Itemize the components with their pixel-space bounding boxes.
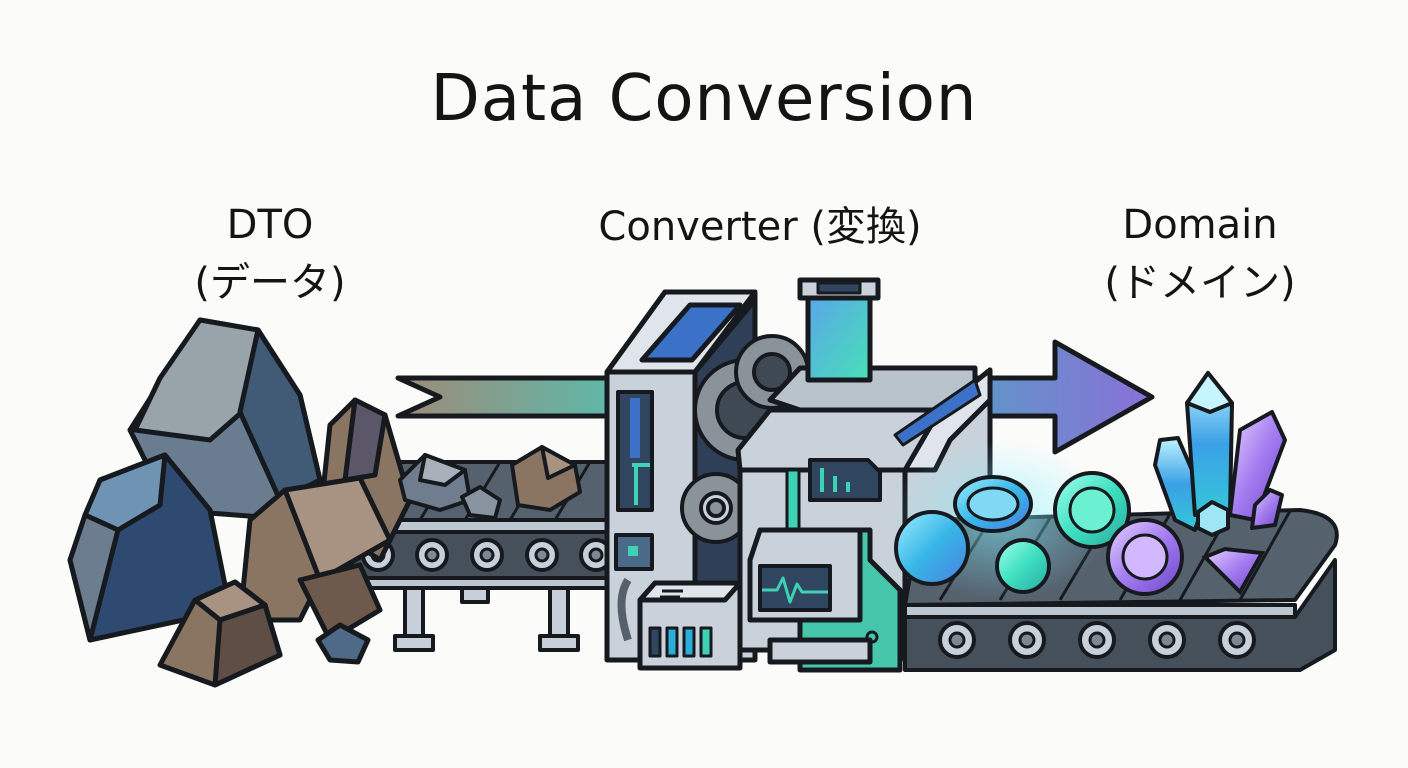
- dto-label-line1: DTO: [226, 202, 314, 248]
- converter-label: Converter (変換): [540, 198, 980, 256]
- rocks-on-conveyor: [398, 445, 582, 520]
- domain-label-line1: Domain: [1122, 202, 1278, 248]
- domain-label-line2: (ドメイン): [1104, 260, 1296, 306]
- raw-rocks-pile: [67, 317, 413, 688]
- crystal-cluster: [1153, 371, 1287, 537]
- diagram-title: Data Conversion: [430, 62, 978, 136]
- domain-label: Domain (ドメイン): [1070, 196, 1330, 312]
- dto-label: DTO (データ): [150, 196, 390, 312]
- dto-label-line2: (データ): [194, 260, 346, 306]
- polished-gems: [890, 440, 1266, 600]
- converter-label-line1: Converter (変換): [598, 204, 922, 250]
